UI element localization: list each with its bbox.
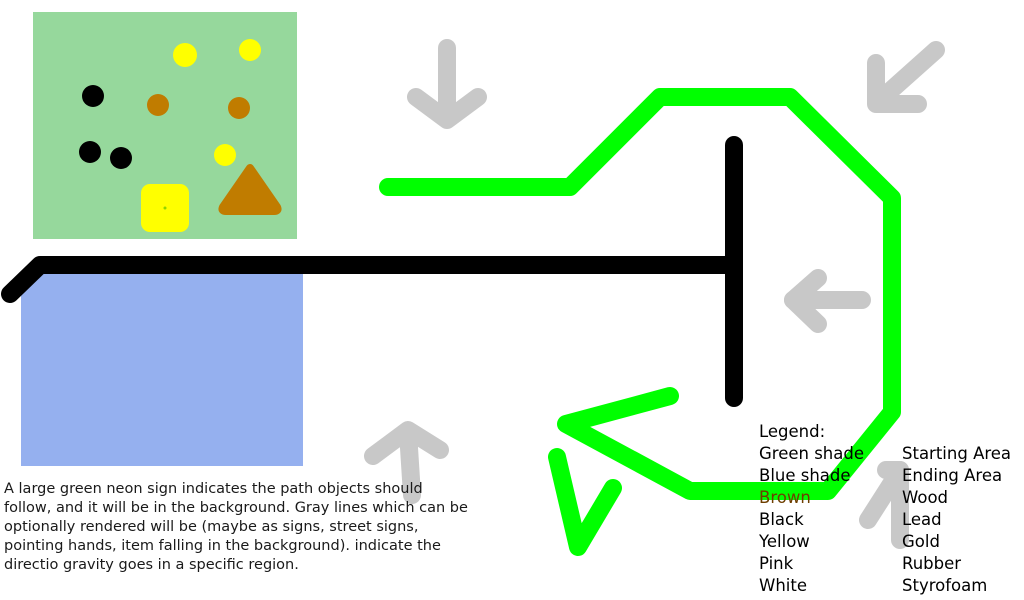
legend-meaning: Gold bbox=[902, 532, 940, 551]
gold-ball bbox=[214, 144, 236, 166]
legend-color-name: Yellow bbox=[759, 532, 810, 551]
legend-title: Legend: bbox=[759, 422, 826, 441]
lead-ball bbox=[79, 141, 101, 163]
legend-color-name: Blue shade bbox=[759, 466, 851, 485]
lead-ball bbox=[82, 85, 104, 107]
legend-color-name: Black bbox=[759, 510, 804, 529]
wood-ball bbox=[147, 94, 169, 116]
legend-meaning: Lead bbox=[902, 510, 942, 529]
gravity-arrow-up-right bbox=[859, 461, 909, 549]
wood-ball bbox=[228, 97, 250, 119]
legend-meaning: Rubber bbox=[902, 554, 962, 573]
legend-meaning: Starting Area bbox=[902, 444, 1012, 463]
gravity-arrow-up bbox=[364, 421, 449, 504]
gold-ball bbox=[173, 43, 197, 67]
gravity-arrow-down bbox=[407, 39, 487, 129]
legend-color-name: Green shade bbox=[759, 444, 865, 463]
legend-color-name: Brown bbox=[759, 488, 811, 507]
caption-text: A large green neon sign indicates the pa… bbox=[4, 481, 468, 573]
legend-meaning: Styrofoam bbox=[902, 576, 988, 595]
gravity-arrow-left bbox=[784, 269, 871, 333]
neon-path bbox=[379, 88, 901, 500]
legend-color-name: Pink bbox=[759, 554, 794, 573]
gravity-arrow-down-left bbox=[867, 41, 945, 113]
wood-triangle bbox=[218, 164, 282, 215]
ending-area bbox=[21, 274, 303, 466]
gold-ball bbox=[239, 39, 261, 61]
lead-wall bbox=[1, 256, 743, 303]
lead-ball bbox=[110, 147, 132, 169]
legend-color-name: White bbox=[759, 576, 807, 595]
legend: Green shade Starting Area Blue shade End… bbox=[759, 443, 1011, 597]
legend-meaning: Ending Area bbox=[902, 466, 1003, 485]
legend-meaning: Wood bbox=[902, 488, 949, 507]
gold-block-dot bbox=[163, 206, 167, 210]
neon-path-arrowhead bbox=[548, 448, 622, 556]
